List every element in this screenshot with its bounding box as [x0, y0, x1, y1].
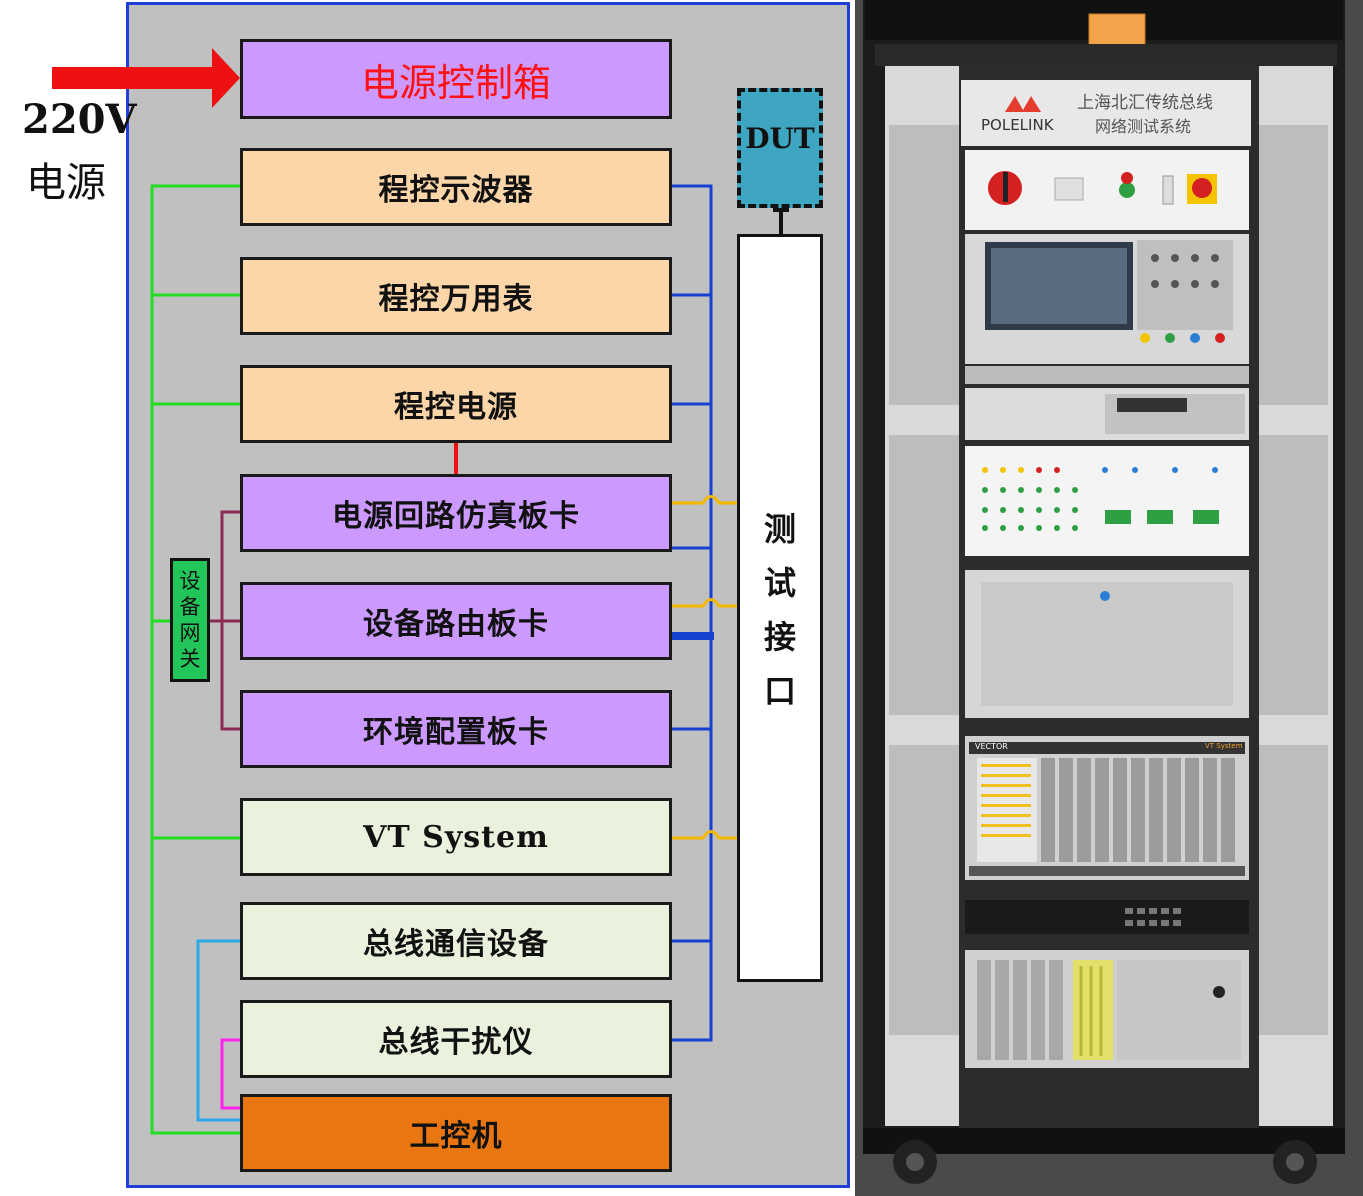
comm-link-line: [196, 939, 242, 1122]
gateway-char-2: 备: [179, 595, 201, 619]
gateway-bracket-line: [208, 510, 242, 731]
ipc-box: 工控机: [240, 1094, 672, 1172]
input-voltage-label: 220V: [22, 96, 137, 143]
vt-system-box: VT System: [240, 798, 672, 876]
power-input-arrow: [52, 48, 240, 108]
power-supply-box: 程控电源: [240, 365, 672, 443]
rack-vector-brand: VECTOR: [975, 742, 1008, 751]
dut-label: DUT: [745, 121, 815, 155]
rack-illustration: [855, 0, 1363, 1196]
green-bus-line: [150, 184, 242, 1135]
input-source-label: 电源: [26, 160, 106, 206]
test-interface-char-3: 接: [763, 618, 796, 656]
dut-box: DUT: [737, 88, 823, 208]
test-interface-box: 测 试 接 口: [737, 234, 823, 982]
power-control-box-label: 电源控制箱: [360, 60, 551, 105]
vt-system-label: VT System: [363, 819, 549, 855]
gateway-char-4: 关: [179, 647, 201, 671]
env-card-box: 环境配置板卡: [240, 690, 672, 768]
rack-vt-label: VT System: [1205, 742, 1243, 750]
jammer-link-line: [220, 1038, 242, 1110]
power-loop-card-box: 电源回路仿真板卡: [240, 474, 672, 552]
multimeter-label: 程控万用表: [378, 282, 534, 317]
gateway-char-1: 设: [179, 569, 201, 593]
dut-connector-cap: [773, 206, 789, 212]
power-loop-card-label: 电源回路仿真板卡: [332, 499, 580, 534]
bus-comm-label: 总线通信设备: [363, 927, 549, 962]
gateway-char-3: 网: [179, 621, 201, 645]
power-control-box: 电源控制箱: [240, 39, 672, 119]
rack-title-line1: 上海北汇传统总线: [1077, 93, 1213, 113]
test-interface-char-1: 测: [763, 510, 796, 548]
gateway-box: 设 备 网 关: [170, 558, 210, 682]
rack-brand-logo: POLELINK: [981, 116, 1054, 134]
test-interface-char-2: 试: [763, 564, 796, 602]
oscilloscope-label: 程控示波器: [378, 173, 534, 208]
env-card-label: 环境配置板卡: [363, 715, 549, 750]
bus-comm-box: 总线通信设备: [240, 902, 672, 980]
gold-link-lines: [670, 495, 740, 840]
ipc-label: 工控机: [409, 1119, 503, 1154]
power-supply-label: 程控电源: [394, 390, 518, 425]
blue-bus-line: [670, 184, 713, 1042]
bus-jammer-box: 总线干扰仪: [240, 1000, 672, 1078]
oscilloscope-box: 程控示波器: [240, 148, 672, 226]
router-card-box: 设备路由板卡: [240, 582, 672, 660]
multimeter-box: 程控万用表: [240, 257, 672, 335]
bus-jammer-label: 总线干扰仪: [378, 1025, 534, 1060]
test-interface-char-4: 口: [763, 672, 796, 710]
rack-photo: POLELINK 上海北汇传统总线 网络测试系统 VECTOR VT Syste…: [855, 0, 1363, 1196]
router-card-label: 设备路由板卡: [363, 607, 549, 642]
rack-title-line2: 网络测试系统: [1095, 117, 1192, 136]
